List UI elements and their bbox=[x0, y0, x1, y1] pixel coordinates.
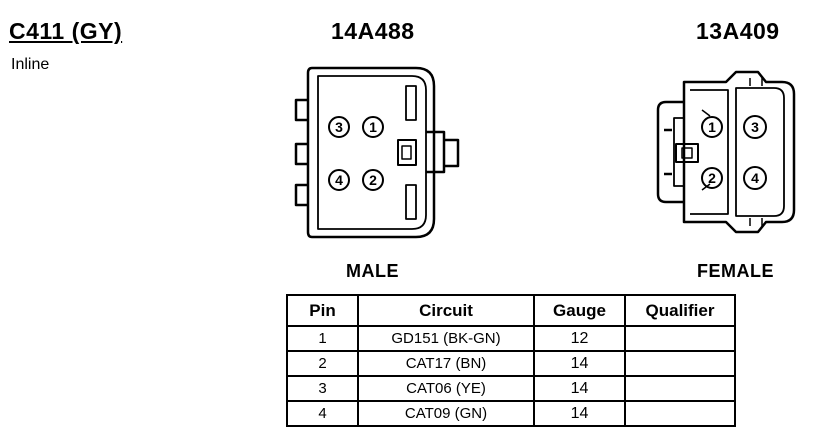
table-row: 4 CAT09 (GN) 14 bbox=[286, 400, 736, 427]
male-pin-4-circle bbox=[328, 169, 350, 191]
circuit-cell: CAT09 (GN) bbox=[357, 400, 535, 427]
female-pin-4-circle bbox=[743, 166, 767, 190]
male-connector-diagram: 3 1 4 2 bbox=[294, 66, 460, 239]
header-gauge: Gauge bbox=[533, 294, 626, 327]
pin-cell: 3 bbox=[286, 375, 359, 402]
female-pin-1-circle bbox=[701, 116, 723, 138]
circuit-cell: CAT06 (YE) bbox=[357, 375, 535, 402]
circuit-cell: GD151 (BK-GN) bbox=[357, 325, 535, 352]
male-pin-1-label: 1 bbox=[369, 119, 377, 135]
table-row: 3 CAT06 (YE) 14 bbox=[286, 375, 736, 402]
male-pin-3-label: 3 bbox=[335, 119, 343, 135]
male-pin-4-label: 4 bbox=[335, 172, 343, 188]
gauge-cell: 14 bbox=[533, 375, 626, 402]
male-pin-2-label: 2 bbox=[369, 172, 377, 188]
header-qualifier: Qualifier bbox=[624, 294, 736, 327]
male-pin-3-circle bbox=[328, 116, 350, 138]
table-row: 2 CAT17 (BN) 14 bbox=[286, 350, 736, 377]
pin-table-header-row: Pin Circuit Gauge Qualifier bbox=[286, 294, 736, 327]
male-part-number: 14A488 bbox=[331, 18, 415, 44]
header-circuit: Circuit bbox=[357, 294, 535, 327]
male-label: MALE bbox=[346, 261, 399, 281]
female-pin-3-label: 3 bbox=[751, 119, 759, 135]
female-pin-1-label: 1 bbox=[708, 119, 716, 135]
female-pin-4-label: 4 bbox=[751, 170, 759, 186]
female-connector-diagram: 1 3 2 4 bbox=[656, 70, 796, 234]
pin-cell: 4 bbox=[286, 400, 359, 427]
female-pin-3-circle bbox=[743, 115, 767, 139]
pin-cell: 1 bbox=[286, 325, 359, 352]
circuit-cell: CAT17 (BN) bbox=[357, 350, 535, 377]
female-pin-2-circle bbox=[701, 167, 723, 189]
header-pin: Pin bbox=[286, 294, 359, 327]
male-pin-1-circle bbox=[362, 116, 384, 138]
male-pin-2-circle bbox=[362, 169, 384, 191]
gauge-cell: 14 bbox=[533, 400, 626, 427]
female-pin-2-label: 2 bbox=[708, 170, 716, 186]
gauge-cell: 14 bbox=[533, 350, 626, 377]
connector-title: C411 (GY) bbox=[9, 18, 123, 44]
pin-cell: 2 bbox=[286, 350, 359, 377]
female-part-number: 13A409 bbox=[696, 18, 780, 44]
connector-location: Inline bbox=[11, 56, 50, 73]
qualifier-cell bbox=[624, 325, 736, 352]
female-label: FEMALE bbox=[697, 261, 774, 281]
qualifier-cell bbox=[624, 350, 736, 377]
qualifier-cell bbox=[624, 375, 736, 402]
pin-table: Pin Circuit Gauge Qualifier 1 GD151 (BK-… bbox=[286, 294, 736, 427]
qualifier-cell bbox=[624, 400, 736, 427]
table-row: 1 GD151 (BK-GN) 12 bbox=[286, 325, 736, 352]
gauge-cell: 12 bbox=[533, 325, 626, 352]
